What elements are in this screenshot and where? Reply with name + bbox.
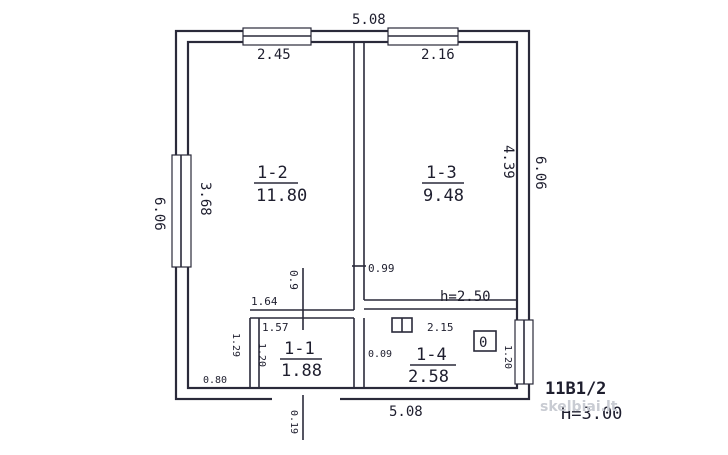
building-code: 11B1/2 [545,379,606,399]
dim-2-15: 2.15 [427,321,454,334]
dim-outer-bottom: 5.08 [389,404,423,420]
outer-walls [174,29,531,401]
dim-1-20-right: 1.20 [502,345,513,369]
dim-outer-top: 5.08 [352,12,386,28]
building-info: 11B1/2 H=3.00 [545,379,622,424]
room-1-1-id: 1-1 [284,339,315,359]
dim-1-20-left: 1.20 [256,343,267,367]
dim-4-39: 4.39 [500,145,516,179]
dim-outer-right: 6.06 [532,156,548,190]
dim-0-80: 0.80 [203,375,227,386]
dim-1-57: 1.57 [262,321,289,334]
stove-fixture [473,330,497,352]
door-opening-bottom [272,392,340,402]
building-height: H=3.00 [561,404,622,424]
dim-3-68: 3.68 [197,182,213,216]
room-1-3-id: 1-3 [426,163,457,183]
interior-walls [249,42,517,388]
room-1-2-id: 1-2 [257,163,288,183]
fixtures: 0 [391,317,497,352]
stove-label: 0 [479,335,487,351]
dim-2-45: 2.45 [257,47,291,63]
dim-0-09: 0.09 [368,349,392,360]
dim-1-64: 1.64 [251,295,278,308]
watermark: skelbiai.lt [540,399,618,415]
room-1-1-area: 1.88 [281,361,322,381]
dimensions: 5.08 2.45 2.16 6.06 3.68 4.39 6.06 0.99 … [151,12,548,440]
room-1-4-area: 2.58 [408,367,449,387]
dim-0-99: 0.99 [368,262,395,275]
room-1-2-area: 11.80 [256,186,307,206]
dim-2-16: 2.16 [421,47,455,63]
dim-outer-left: 6.06 [151,197,167,231]
room-1-4-id: 1-4 [416,345,447,365]
dim-0-19: 0.19 [288,410,299,434]
dim-1-29: 1.29 [230,333,241,357]
windows [171,27,534,402]
height-label: h=2.50 [440,289,491,305]
room-labels: 1-2 11.80 1-3 9.48 1-1 1.88 1-4 2.58 [254,163,464,387]
dim-0-9: 0.9 [287,270,300,290]
room-1-3-area: 9.48 [423,186,464,206]
